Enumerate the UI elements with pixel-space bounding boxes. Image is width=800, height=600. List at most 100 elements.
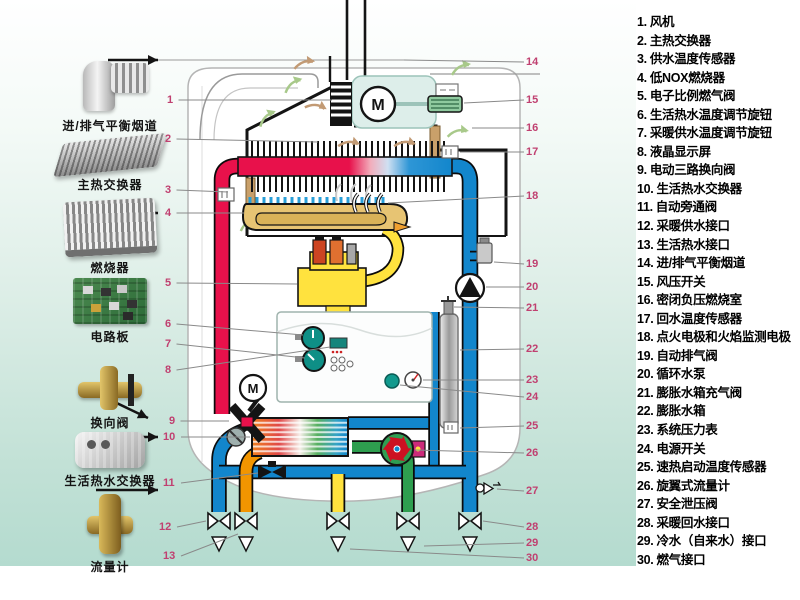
pipe-connection-valve — [207, 511, 231, 553]
legend-item-label: 旋翼式流量计 — [656, 478, 730, 493]
legend-item-label: 风机 — [649, 15, 675, 29]
legend-item: 29.冷水（自来水）接口 — [637, 532, 800, 551]
legend-item-number: 10. — [637, 181, 654, 196]
legend-item: 8.液晶显示屏 — [637, 143, 800, 162]
part-dhw-heat-exchanger: 生活热水交换器 — [40, 432, 180, 489]
legend-item-number: 1. — [637, 15, 647, 29]
legend-item: 30.燃气接口 — [637, 551, 800, 570]
part-label: 流量计 — [90, 560, 130, 574]
callout-number-24: 24 — [526, 391, 539, 403]
legend-item-number: 13. — [637, 237, 654, 252]
pipe-connection-valve — [458, 511, 482, 553]
flue-elbow-photo — [67, 61, 153, 113]
legend-item: 10.生活热水交换器 — [637, 180, 800, 199]
legend-item-label: 速热启动温度传感器 — [656, 460, 767, 475]
part-label: 进/排气平衡烟道 — [62, 119, 158, 133]
legend-item: 1.风机 — [637, 13, 800, 32]
control-panel — [276, 311, 433, 403]
legend-item-label: 电动三路换向阀 — [649, 163, 736, 178]
callout-number-21: 21 — [526, 302, 539, 314]
callout-number-16: 16 — [526, 122, 539, 134]
legend-item-number: 16. — [637, 293, 654, 308]
auto-air-vent — [476, 237, 493, 264]
callout-number-2: 2 — [165, 133, 172, 145]
legend-item-number: 26. — [637, 478, 654, 493]
safety-relief-valve — [475, 481, 502, 496]
flow-meter-photo — [81, 494, 139, 554]
main-heat-exchanger-tube — [237, 156, 453, 177]
part-label: 主热交换器 — [77, 178, 143, 192]
legend-item: 4.低NOX燃烧器 — [637, 69, 800, 88]
legend-item-label: 密闭负压燃烧室 — [656, 293, 742, 308]
legend-item: 13.生活热水接口 — [637, 236, 800, 255]
legend-item-label: 自动排气阀 — [656, 348, 718, 363]
flow-meter — [380, 432, 426, 466]
legend-item-number: 29. — [637, 534, 654, 549]
legend-item: 19.自动排气阀 — [637, 347, 800, 366]
legend-item: 5.电子比例燃气阀 — [637, 87, 800, 106]
main-heat-exchanger-fins — [251, 141, 445, 192]
legend-item: 6.生活热水温度调节旋钮 — [637, 106, 800, 125]
legend-item: 11.自动旁通阀 — [637, 198, 800, 217]
legend-item-label: 低NOX燃烧器 — [649, 70, 725, 85]
tank-charge-valve — [441, 296, 456, 315]
quick-start-temp-sensor — [443, 421, 459, 434]
balanced-flue-duct — [158, 0, 540, 141]
legend-item: 16.密闭负压燃烧室 — [637, 291, 800, 310]
legend-item-number: 19. — [637, 348, 654, 363]
bypass-valve — [258, 461, 286, 479]
legend-item: 23.系统压力表 — [637, 421, 800, 440]
legend-item-label: 采暖供水温度调节旋钮 — [649, 126, 772, 141]
main-heat-exchanger-photo — [53, 132, 167, 178]
legend-item-label: 膨胀水箱充气阀 — [656, 385, 742, 400]
legend-item-number: 27. — [637, 497, 654, 512]
legend-item-number: 11. — [637, 200, 653, 215]
callout-number-23: 23 — [526, 374, 539, 386]
legend-item: 14.进/排气平衡烟道 — [637, 254, 800, 273]
legend-item-label: 生活热水温度调节旋钮 — [649, 107, 772, 122]
legend-item-label: 冷水（自来水）接口 — [656, 534, 767, 549]
legend-item-number: 8. — [637, 144, 647, 159]
lcd-display — [329, 337, 348, 349]
legend-item-number: 5. — [637, 89, 647, 104]
legend-item: 17.回水温度传感器 — [637, 310, 800, 329]
valve-motor-label: M — [248, 381, 259, 396]
part-label: 电路板 — [90, 330, 130, 344]
callout-number-28: 28 — [526, 521, 539, 533]
legend-item-number: 21. — [637, 385, 654, 400]
legend-item-number: 30. — [637, 552, 654, 567]
legend-item-number: 22. — [637, 404, 654, 419]
legend-item-number: 4. — [637, 70, 647, 85]
legend-item-label: 电源开关 — [656, 441, 706, 456]
legend-item: 15.风压开关 — [637, 273, 800, 292]
gas-proportional-valve — [297, 235, 367, 315]
part-flue-elbow: 进/排气平衡烟道 — [40, 61, 180, 134]
legend-item-label: 采暖回水接口 — [656, 515, 730, 530]
legend-item-number: 17. — [637, 311, 654, 326]
legend-item-number: 15. — [637, 274, 654, 289]
legend-item: 22.膨胀水箱 — [637, 402, 800, 421]
callout-number-1: 1 — [167, 94, 174, 106]
legend-item-number: 25. — [637, 460, 654, 475]
callout-number-12: 12 — [159, 521, 172, 533]
callout-leader-lines — [176, 59, 525, 559]
burner-photo — [62, 197, 158, 258]
callout-number-18: 18 — [526, 190, 539, 202]
fan-impeller-icon — [330, 82, 352, 126]
callout-number-4: 4 — [165, 207, 172, 219]
legend-item: 20.循环水泵 — [637, 365, 800, 384]
pipe-connection-valve — [396, 511, 420, 553]
legend-item-label: 电子比例燃气阀 — [649, 89, 736, 104]
air-pressure-switch — [427, 83, 463, 113]
expansion-tank — [439, 296, 459, 429]
legend-item: 24.电源开关 — [637, 440, 800, 459]
legend-item: 12.采暖供水接口 — [637, 217, 800, 236]
legend-item: 25.速热启动温度传感器 — [637, 458, 800, 477]
legend-item-number: 28. — [637, 515, 654, 530]
part-burner: 燃烧器 — [40, 197, 180, 276]
legend-item: 9.电动三路换向阀 — [637, 161, 800, 180]
callout-number-8: 8 — [165, 364, 172, 376]
legend-item: 3.供水温度传感器 — [637, 50, 800, 69]
heating-knob-icon — [295, 356, 303, 362]
